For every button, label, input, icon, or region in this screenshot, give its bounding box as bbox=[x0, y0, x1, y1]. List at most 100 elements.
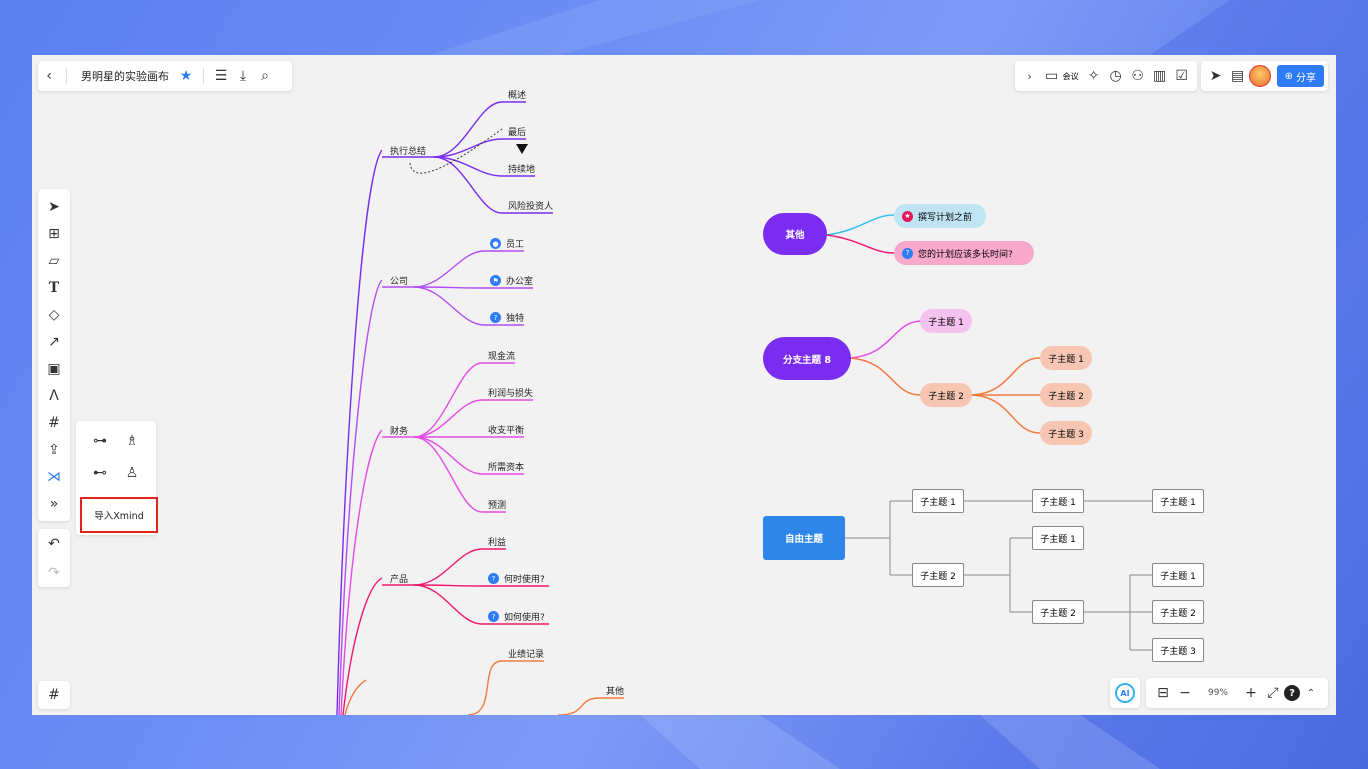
back-icon[interactable]: ‹ bbox=[46, 68, 52, 84]
free-l1-b[interactable]: 子主题 2 bbox=[912, 563, 964, 587]
redo-icon[interactable]: ↷ bbox=[48, 564, 60, 581]
topic-branch8-child2[interactable]: 子主题 2 bbox=[920, 383, 972, 407]
fullscreen-icon[interactable]: ⤢ bbox=[1267, 685, 1279, 701]
star-icon[interactable]: ★ bbox=[179, 68, 193, 84]
subtopic[interactable]: 所需资本 bbox=[488, 460, 524, 473]
download-icon[interactable]: ⤓ bbox=[239, 68, 247, 84]
free-l2-a[interactable]: 子主题 1 bbox=[1032, 489, 1084, 513]
topic-before-planning[interactable]: ★ 撰写计划之前 bbox=[894, 204, 986, 228]
topic-branch8-grandchild3[interactable]: 子主题 3 bbox=[1040, 421, 1092, 445]
subtopic[interactable]: 预测 bbox=[488, 498, 506, 511]
topic-free-root[interactable]: 自由主题 bbox=[763, 516, 845, 560]
zoom-in-icon[interactable]: + bbox=[1245, 685, 1257, 701]
upload-icon[interactable]: ⇪ bbox=[48, 441, 60, 458]
help-icon[interactable]: ? bbox=[1284, 685, 1300, 701]
whiteboard-canvas[interactable]: 执行总结概述最后持续地风险投资人公司●员工⚑办公室?独特财务现金流利润与损失收支… bbox=[32, 55, 1336, 715]
free-l2-b[interactable]: 子主题 1 bbox=[1032, 526, 1084, 550]
meeting-label[interactable]: 会议 bbox=[1062, 71, 1079, 81]
tree-layout-icon[interactable]: ♙ bbox=[125, 465, 139, 481]
subtopic-label: 预测 bbox=[488, 501, 507, 511]
free-l3-c[interactable]: 子主题 2 bbox=[1152, 600, 1204, 624]
flag-icon: ⚑ bbox=[490, 275, 501, 286]
branch-topic[interactable]: 产品 bbox=[390, 575, 409, 585]
collapse-up-icon[interactable]: ⌃ bbox=[1306, 687, 1316, 699]
free-l1-a[interactable]: 子主题 1 bbox=[912, 489, 964, 513]
avatar[interactable] bbox=[1248, 65, 1271, 87]
subtopic[interactable]: 其他 bbox=[606, 684, 624, 697]
shape-icon[interactable]: ◇ bbox=[48, 306, 60, 323]
branch-connector bbox=[413, 250, 524, 288]
zoom-out-icon[interactable]: − bbox=[1179, 685, 1191, 701]
subtopic-label: 独特 bbox=[506, 314, 525, 324]
subtopic[interactable]: 利益 bbox=[488, 535, 506, 548]
subtopic[interactable]: ?何时使用? bbox=[488, 572, 545, 585]
topic-plan-length[interactable]: ? 您的计划应该多长时间? bbox=[894, 241, 1034, 265]
mindmap-canvas[interactable] bbox=[32, 55, 1336, 715]
topic-branch8-root[interactable]: 分支主题 8 bbox=[763, 337, 851, 380]
vote-icon[interactable]: ⚇ bbox=[1131, 68, 1144, 84]
topic-branch8-grandchild1[interactable]: 子主题 1 bbox=[1040, 346, 1092, 370]
text-icon[interactable]: T bbox=[48, 279, 60, 296]
subtopic[interactable]: ⚑办公室 bbox=[490, 274, 533, 287]
timer-icon[interactable]: ◷ bbox=[1109, 68, 1122, 84]
free-l3-a[interactable]: 子主题 1 bbox=[1152, 489, 1204, 513]
user-tools: ➤ ▤ ⊕ 分享 bbox=[1200, 61, 1328, 91]
share-button[interactable]: ⊕ 分享 bbox=[1276, 65, 1324, 87]
subtopic[interactable]: 风险投资人 bbox=[508, 199, 553, 212]
frame-list-button[interactable]: # bbox=[38, 681, 70, 709]
branch-topic[interactable]: 财务 bbox=[390, 427, 409, 437]
divider bbox=[203, 68, 204, 84]
board-title[interactable]: 男明星的实验画布 bbox=[81, 70, 169, 83]
magic-wand-icon[interactable]: ✧ bbox=[1087, 68, 1100, 84]
pen-icon[interactable]: Λ bbox=[49, 387, 59, 404]
cursor-follow-icon[interactable]: ➤ bbox=[1209, 68, 1222, 84]
topic-other-root[interactable]: 其他 bbox=[763, 213, 827, 255]
map-icon[interactable]: ⊟ bbox=[1157, 685, 1169, 701]
import-xmind-button[interactable]: 导入Xmind bbox=[80, 497, 158, 533]
layout-icon[interactable]: ⊞ bbox=[48, 225, 60, 242]
connector-icon[interactable]: ↗ bbox=[48, 333, 60, 350]
menu-icon[interactable]: ☰ bbox=[214, 68, 228, 84]
collab-tools: › ▭ 会议 ✧ ◷ ⚇ ▥ ☑ bbox=[1014, 61, 1197, 91]
subtopic[interactable]: 概述 bbox=[508, 88, 526, 101]
org-chart-layout-icon[interactable]: ♗ bbox=[125, 433, 139, 449]
search-icon[interactable]: ⌕ bbox=[261, 68, 269, 84]
frame-icon[interactable]: # bbox=[48, 414, 60, 431]
chevron-right-icon[interactable]: › bbox=[1027, 69, 1032, 83]
more-icon[interactable]: » bbox=[49, 495, 59, 512]
calendar-check-icon[interactable]: ☑ bbox=[1175, 68, 1188, 84]
subtopic[interactable]: 持续地 bbox=[508, 162, 535, 175]
branch-connector bbox=[413, 399, 533, 438]
subtopic[interactable]: 最后 bbox=[508, 125, 526, 138]
topic-branch8-grandchild2[interactable]: 子主题 2 bbox=[1040, 383, 1092, 407]
branch-topic[interactable]: 公司 bbox=[390, 277, 409, 287]
subtopic[interactable]: 业绩记录 bbox=[508, 647, 544, 660]
free-l2-c[interactable]: 子主题 2 bbox=[1032, 600, 1084, 624]
mindmap-left-layout-icon[interactable]: ⊷ bbox=[93, 465, 107, 481]
topic-label: 您的计划应该多长时间? bbox=[918, 249, 1013, 260]
comment-icon[interactable]: ▤ bbox=[1230, 68, 1245, 84]
subtopic[interactable]: 利润与损失 bbox=[488, 386, 533, 399]
free-l3-d[interactable]: 子主题 3 bbox=[1152, 638, 1204, 662]
sticky-note-icon[interactable]: ▱ bbox=[48, 252, 60, 269]
subtopic[interactable]: 现金流 bbox=[488, 349, 515, 362]
topic-branch8-child1[interactable]: 子主题 1 bbox=[920, 309, 972, 333]
subtopic[interactable]: 收支平衡 bbox=[488, 423, 524, 436]
subtopic[interactable]: ?如何使用? bbox=[488, 610, 545, 623]
subtopic-label: 如何使用? bbox=[504, 613, 545, 623]
card-icon[interactable]: ▣ bbox=[47, 360, 61, 377]
mindmap-right-layout-icon[interactable]: ⊶ bbox=[93, 433, 107, 449]
mindmap-icon[interactable]: ⋊ bbox=[47, 468, 61, 485]
select-icon[interactable]: ➤ bbox=[48, 198, 60, 215]
free-l3-b[interactable]: 子主题 1 bbox=[1152, 563, 1204, 587]
branch-connector bbox=[413, 584, 549, 587]
branch-topic[interactable]: 执行总结 bbox=[390, 147, 427, 157]
undo-icon[interactable]: ↶ bbox=[48, 535, 60, 552]
subtopic[interactable]: ●员工 bbox=[490, 237, 524, 250]
ai-assistant[interactable]: AI bbox=[1109, 678, 1140, 708]
share-label: 分享 bbox=[1296, 72, 1316, 84]
zoom-level[interactable]: 99% bbox=[1207, 688, 1228, 698]
subtopic[interactable]: ?独特 bbox=[490, 311, 524, 324]
video-meeting-icon[interactable]: ▭ bbox=[1044, 68, 1059, 84]
chart-icon[interactable]: ▥ bbox=[1152, 68, 1167, 84]
